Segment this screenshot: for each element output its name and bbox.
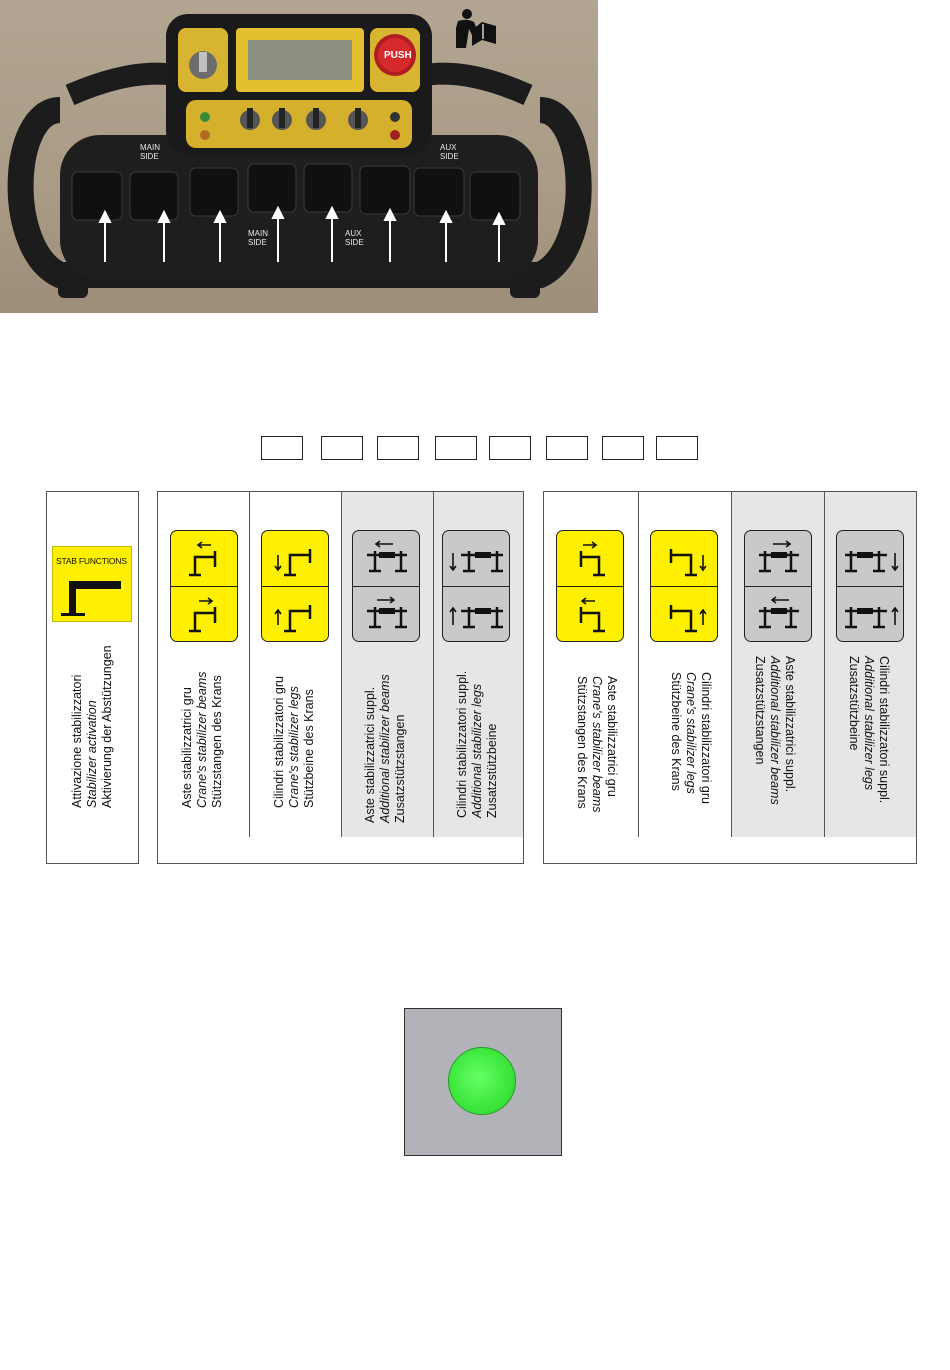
add-beam-symbol: [352, 530, 420, 642]
aux-beam-retract-icon: [579, 597, 605, 633]
lever-number-box: [546, 436, 588, 460]
crane-leg-symbol: [261, 530, 329, 642]
beam-extend-icon: [189, 597, 217, 633]
main-beams-text: Aste stabilizzatrici gru Crane's stabili…: [180, 671, 224, 808]
lever-number-box: [435, 436, 477, 460]
aux-add-beam-retract-icon: [759, 596, 799, 629]
lever-number-box: [489, 436, 531, 460]
leg-down-icon: [274, 605, 312, 633]
aux-add-beam-symbol: [744, 530, 812, 642]
aux-crane-leg-symbol: [650, 530, 718, 642]
aux-leg-down-icon: [669, 549, 707, 577]
lever-number-box: [321, 436, 363, 460]
main-legs-text: Cilindri stabilizzatori gru Crane's stab…: [272, 676, 316, 808]
main-add-legs-text: Cilindri stabilizzatori suppl. Additiona…: [455, 670, 499, 818]
add-leg-down-icon: [449, 606, 503, 629]
aux-add-leg-up-icon: [845, 606, 899, 629]
lever-number-box: [377, 436, 419, 460]
green-light-icon: [448, 1047, 516, 1115]
aux-col-legs: [638, 492, 731, 837]
crane-beam-symbol: [170, 530, 238, 642]
stab-leg-icon: [61, 581, 121, 616]
add-beam-extend-icon: [367, 596, 407, 629]
aux-crane-beam-symbol: [556, 530, 624, 642]
lever-number-box: [261, 436, 303, 460]
green-indicator-lamp: [404, 1008, 562, 1156]
aux-legs-text: Cilindri stabilizzatori gru Crane's stab…: [669, 672, 713, 804]
lever-number-box: [602, 436, 644, 460]
stab-functions-badge: STAB FUNCTIONS: [52, 546, 132, 622]
beam-retract-icon: [189, 541, 217, 577]
aux-add-beams-text: Aste stabilizzatrici suppl. Additional s…: [753, 656, 797, 805]
stab-functions-title: STAB FUNCTIONS: [56, 556, 127, 566]
push-button-label: PUSH: [384, 50, 412, 61]
aux-beams-text: Aste stabilizzatrici gru Crane's stabili…: [575, 676, 619, 813]
aux-add-leg-symbol: [836, 530, 904, 642]
aux-add-leg-down-icon: [845, 551, 899, 573]
aux-add-legs-text: Cilindri stabilizzatori suppl. Additiona…: [847, 656, 891, 804]
aux-beam-extend-icon: [579, 541, 605, 577]
add-leg-symbol: [442, 530, 510, 642]
read-manual-icon: [452, 8, 498, 50]
main-add-beams-text: Aste stabilizzatrici suppl. Additional s…: [363, 674, 407, 823]
add-beam-retract-icon: [367, 540, 407, 573]
lever-number-box: [656, 436, 698, 460]
main-col-legs: [249, 492, 341, 837]
leg-up-icon: [274, 549, 312, 577]
aux-add-beam-extend-icon: [759, 540, 799, 573]
aux-leg-up-icon: [669, 605, 707, 633]
stab-activation-text: Attivazione stabilizzatori Stabilizer ac…: [70, 645, 114, 808]
add-leg-up-icon: [449, 551, 503, 573]
